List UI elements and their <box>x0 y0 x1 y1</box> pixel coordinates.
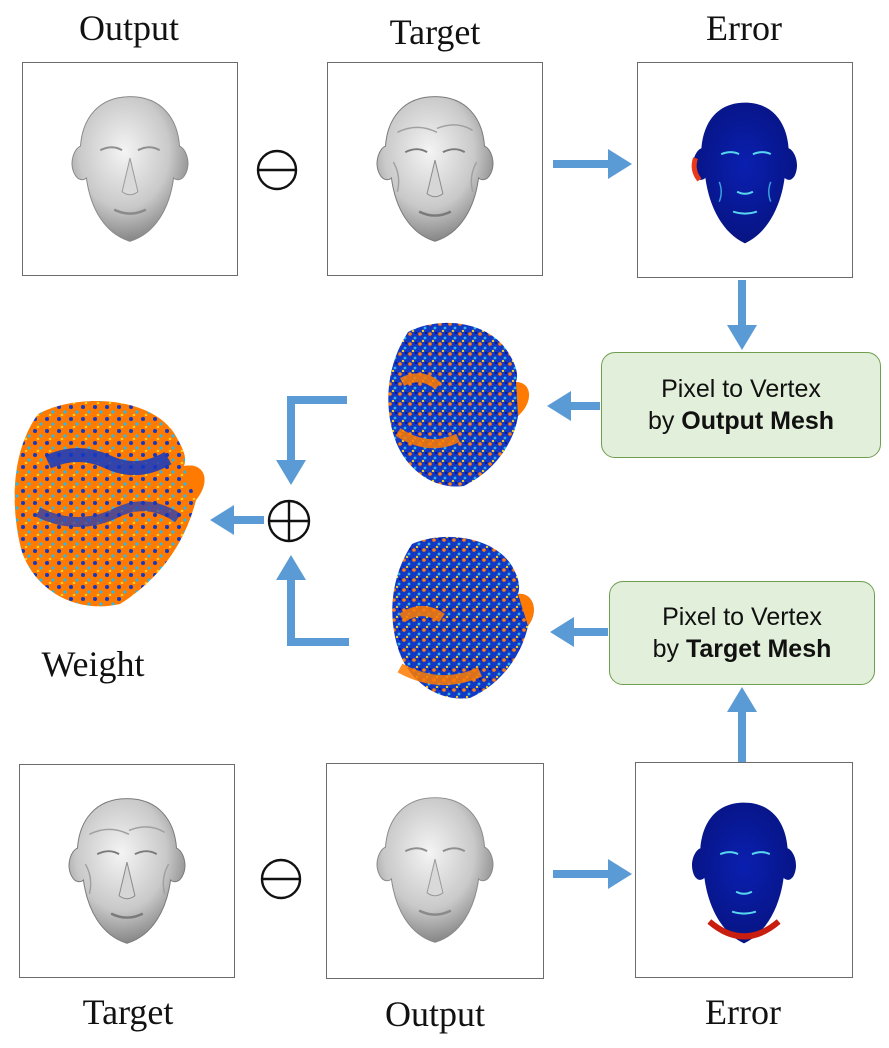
arrow-bottom-right <box>553 859 632 889</box>
output-box-line2: by Output Mesh <box>648 405 834 438</box>
arrow-to-target-weight <box>550 617 608 647</box>
oplus-icon <box>266 498 312 544</box>
bottom-output-image <box>326 763 544 979</box>
detailed-face-render <box>68 798 186 944</box>
bottom-target-image <box>19 764 235 978</box>
target-box-bold: Target Mesh <box>685 635 832 663</box>
top-error-image <box>637 62 853 278</box>
output-box-line1: Pixel to Vertex <box>661 374 821 403</box>
target-mesh-weight-map <box>372 528 547 704</box>
pixel-to-vertex-output-mesh-box: Pixel to Vertex by Output Mesh <box>601 352 881 458</box>
error-heatmap-face <box>692 802 796 944</box>
arrow-plus-to-weight <box>210 505 264 535</box>
weight-label: Weight <box>41 644 145 684</box>
arrow-output-to-plus <box>276 396 347 485</box>
ominus-icon <box>255 148 299 192</box>
smooth-face-render <box>71 96 189 242</box>
smooth-face-render <box>376 797 494 943</box>
top-output-label: Output <box>78 8 179 48</box>
pixel-to-vertex-target-mesh-box: Pixel to Vertex by Target Mesh <box>609 581 875 685</box>
arrow-target-to-plus <box>276 555 349 646</box>
target-box-line1: Pixel to Vertex <box>662 602 822 631</box>
bottom-target-label: Target <box>82 992 174 1032</box>
arrow-to-output-weight <box>547 391 600 421</box>
error-heatmap-face <box>691 102 797 244</box>
top-target-image <box>327 62 543 276</box>
ominus-icon <box>259 857 303 901</box>
target-box-prefix: by <box>652 635 686 663</box>
top-output-image <box>22 62 238 276</box>
bottom-output-label: Output <box>384 994 485 1034</box>
output-mesh-weight-map <box>368 312 538 492</box>
target-box-line2: by Target Mesh <box>653 633 832 666</box>
output-box-prefix: by <box>647 407 682 435</box>
combined-weight-map <box>8 392 218 616</box>
bottom-error-label: Error <box>705 992 781 1032</box>
top-error-label: Error <box>706 8 782 48</box>
detailed-face-render <box>376 96 494 242</box>
output-box-bold: Output Mesh <box>681 407 835 435</box>
bottom-error-image <box>635 762 853 978</box>
arrow-error-down <box>727 280 757 350</box>
arrow-top-right <box>553 149 632 179</box>
arrow-error-up <box>727 687 757 762</box>
top-target-label: Target <box>389 12 481 52</box>
